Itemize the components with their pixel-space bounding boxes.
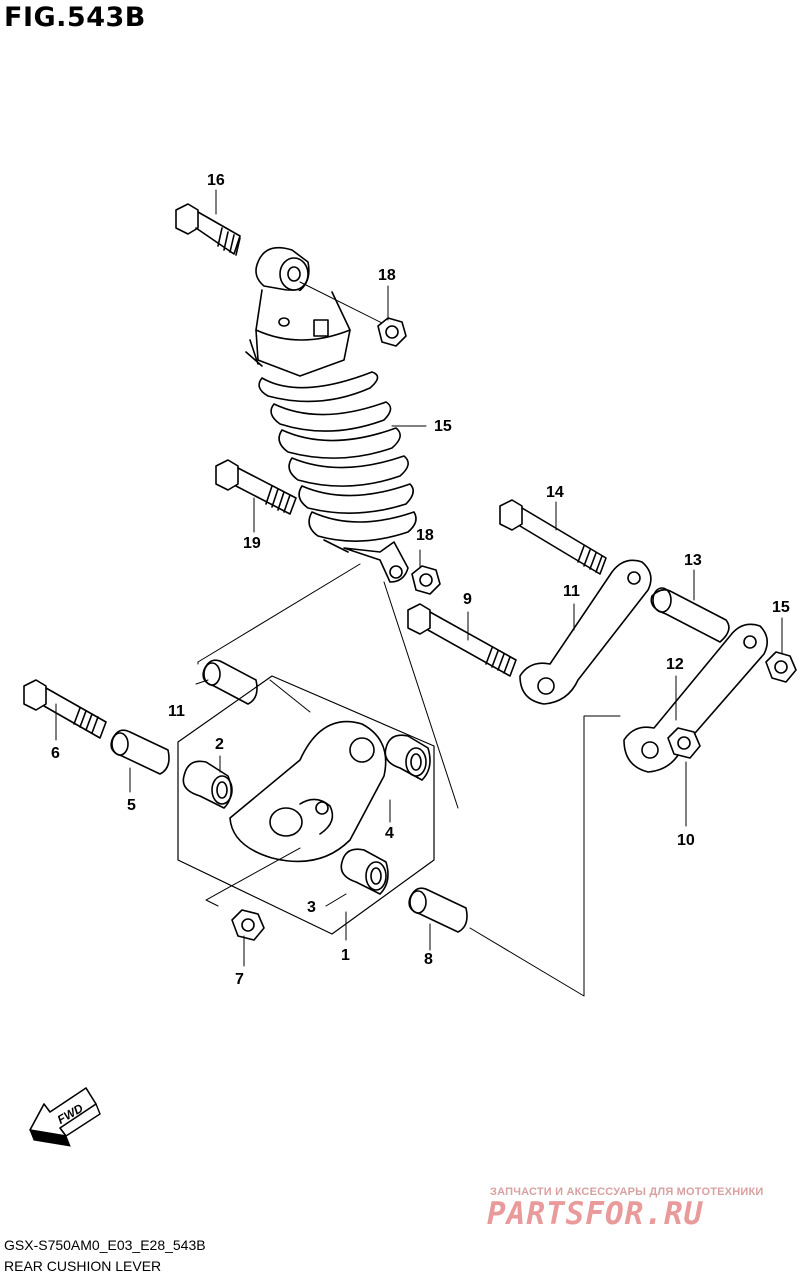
- callout-5: 5: [127, 797, 136, 814]
- part-18-nut-lower: [411, 565, 441, 595]
- part-12-link-rod-lower: [623, 623, 768, 773]
- part-18-nut-upper: [377, 317, 407, 347]
- callout-7: 7: [235, 971, 244, 988]
- part-15-nut: [765, 651, 797, 683]
- callout-13: 13: [684, 552, 702, 569]
- part-12-link-rod-upper: [519, 559, 652, 705]
- callout-16: 15: [434, 418, 452, 435]
- part-19-bolt: [215, 459, 297, 515]
- figure-caption: REAR CUSHION LEVER: [4, 1258, 162, 1274]
- callout-8: 8: [424, 951, 433, 968]
- figure-title: FIG.543B: [4, 2, 146, 33]
- callout-3: 3: [307, 899, 316, 916]
- part-8-collar: [408, 887, 468, 933]
- callout-12-lower: 12: [666, 656, 684, 673]
- callout-4: 4: [385, 825, 394, 842]
- part-7-nut: [231, 909, 265, 941]
- part-11-collar: [202, 659, 258, 705]
- callout-10: 10: [677, 832, 695, 849]
- watermark-subtitle: ЗАПЧАСТИ И АКСЕССУАРЫ ДЛЯ МОТОТЕХНИКИ: [490, 1186, 764, 1198]
- part-2-bearing: [182, 760, 233, 809]
- part-10-nut: [667, 727, 701, 759]
- part-6-bolt: [23, 679, 107, 739]
- callout-leaders: [55, 189, 783, 967]
- callout-2: 2: [215, 736, 224, 753]
- part-3-bearing: [340, 848, 389, 895]
- callout-18-lower: 18: [416, 527, 434, 544]
- callout-18-upper: 18: [378, 267, 396, 284]
- callout-11: 11: [168, 703, 185, 720]
- callout-9: 9: [463, 591, 472, 608]
- part-9-bolt: [407, 603, 517, 677]
- part-13-collar: [650, 587, 730, 643]
- figure-code: GSX-S750AM0_E03_E28_543B: [4, 1237, 206, 1253]
- part-1-cushion-lever: [177, 675, 435, 935]
- callout-1: 1: [341, 947, 350, 964]
- part-4-bearing: [384, 734, 431, 781]
- callout-14: 14: [546, 484, 564, 501]
- watermark-logo: PARTSFOR.RU: [487, 1196, 704, 1232]
- fwd-arrow-icon: FWD: [29, 1087, 101, 1147]
- callout-19: 19: [243, 535, 261, 552]
- callout-17: 16: [207, 172, 225, 189]
- part-17-bolt: [175, 203, 241, 256]
- callout-6: 6: [51, 745, 60, 762]
- callout-12-upper: 11: [563, 583, 580, 600]
- part-5-collar: [110, 729, 170, 775]
- callout-15: 15: [772, 599, 790, 616]
- part-16-shock-absorber: [245, 246, 417, 583]
- part-14-bolt: [499, 499, 607, 575]
- assembly-guide-lines: [197, 563, 621, 997]
